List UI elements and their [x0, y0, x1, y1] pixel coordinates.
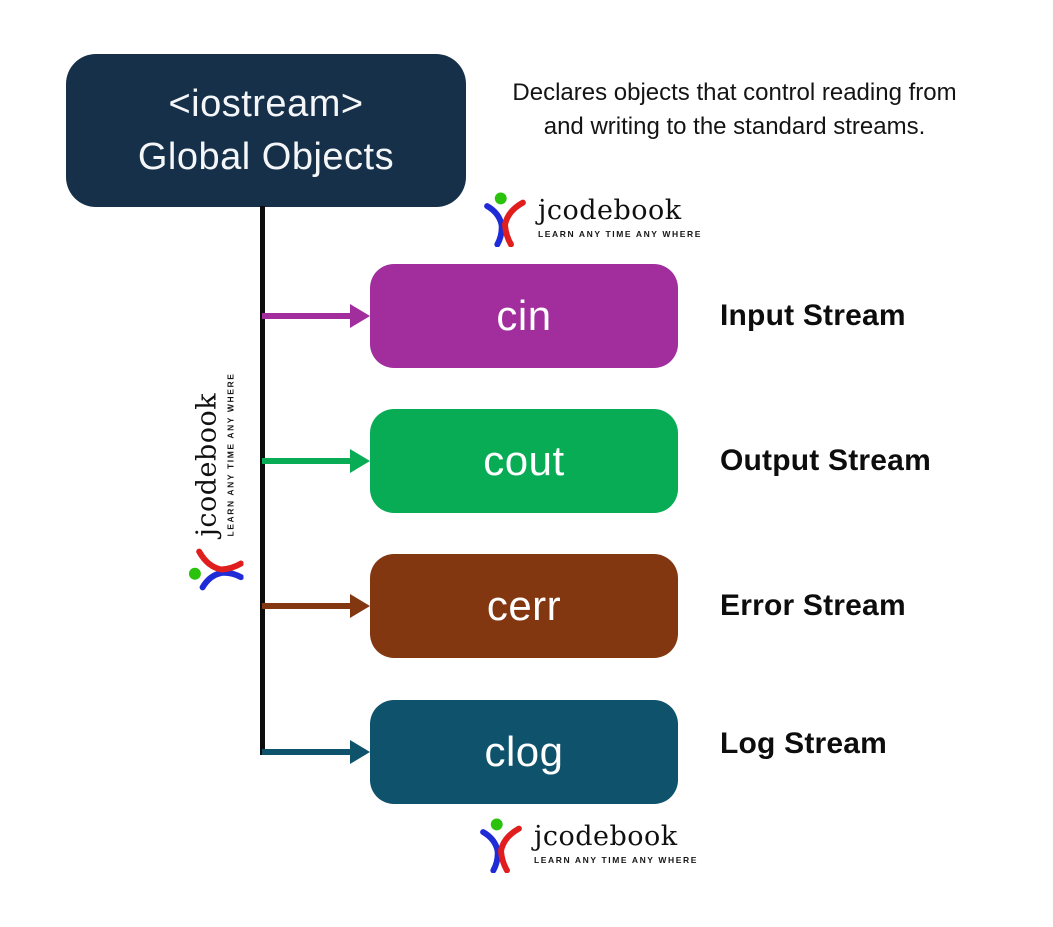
arrow-shaft [262, 749, 352, 755]
jcodebook-logo-left-wrapper: jcodebook LEARN ANY TIME ANY WHERE [112, 372, 317, 591]
arrow-shaft [262, 458, 352, 464]
cerr-box-label: cerr [486, 582, 562, 629]
title-line-1: <iostream> [168, 83, 364, 126]
cerr-box: cerr [370, 554, 678, 658]
arrow-to-cin [262, 264, 372, 368]
cout-box-label: cout [483, 437, 565, 484]
cin-box: cin [370, 264, 678, 368]
row-clog: clog Log Stream [0, 700, 1053, 804]
logo-tagline: LEARN ANY TIME ANY WHERE [534, 854, 699, 865]
arrow-to-clog [262, 700, 372, 804]
logo-text: jcodebook LEARN ANY TIME ANY WHERE [534, 821, 699, 865]
clog-box-label: clog [484, 728, 564, 775]
logo-wordmark: jcodebook [534, 821, 678, 853]
row-cerr: cerr Error Stream [0, 554, 1053, 658]
logo-tagline: LEARN ANY TIME ANY WHERE [538, 228, 703, 239]
iostream-title-box: <iostream> Global Objects [66, 54, 466, 207]
arrow-head-icon [350, 740, 370, 764]
leaping-person-icon [484, 192, 526, 247]
leaping-person-icon [480, 818, 522, 873]
cin-stream-label: Input Stream [720, 299, 906, 332]
connector-trunk-line [260, 206, 265, 755]
cin-box-label: cin [496, 292, 552, 339]
clog-stream-label: Log Stream [720, 727, 888, 760]
cerr-stream-label: Error Stream [720, 589, 906, 622]
jcodebook-logo-top: jcodebook LEARN ANY TIME ANY WHERE [482, 186, 700, 250]
cout-box: cout [370, 409, 678, 513]
leaping-person-icon [188, 548, 244, 591]
description-text: Declares objects that control reading fr… [512, 79, 957, 140]
arrow-shaft [262, 313, 352, 319]
jcodebook-logo-left: jcodebook LEARN ANY TIME ANY WHERE [183, 372, 247, 593]
arrow-head-icon [350, 449, 370, 473]
arrow-shaft [262, 603, 352, 609]
arrow-to-cerr [262, 554, 372, 658]
row-cin: cin Input Stream [0, 264, 1053, 368]
arrow-to-cout [262, 409, 372, 513]
arrow-head-icon [350, 594, 370, 618]
row-cout: cout Output Stream [0, 409, 1053, 513]
logo-wordmark: jcodebook [538, 195, 682, 227]
jcodebook-logo-bottom: jcodebook LEARN ANY TIME ANY WHERE [478, 812, 696, 876]
title-line-2: Global Objects [137, 135, 395, 178]
clog-box: clog [370, 700, 678, 804]
logo-text: jcodebook LEARN ANY TIME ANY WHERE [538, 195, 703, 239]
arrow-head-icon [350, 304, 370, 328]
cout-stream-label: Output Stream [720, 444, 931, 477]
